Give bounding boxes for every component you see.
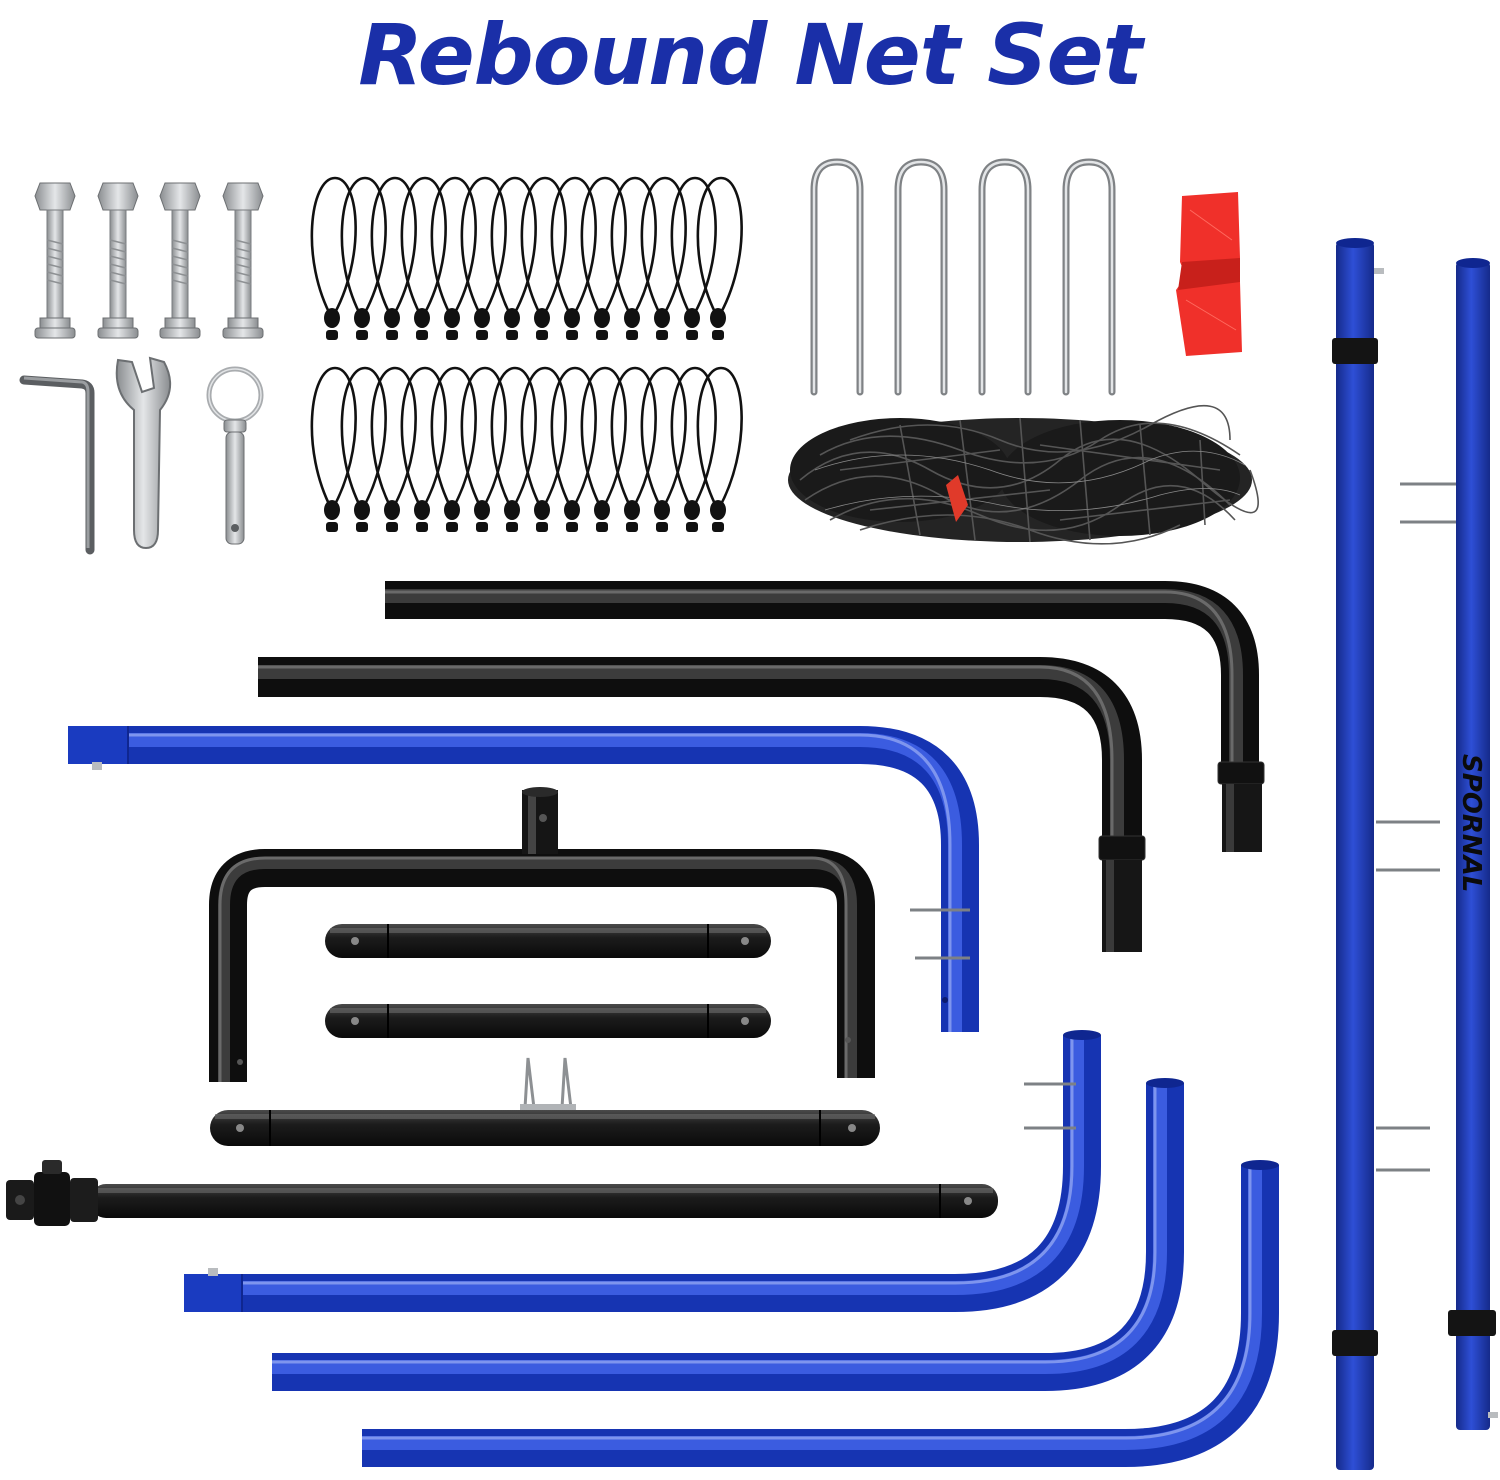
blue-bent-pole-upper xyxy=(68,726,979,1032)
bolt xyxy=(222,182,264,339)
hex-key-icon xyxy=(19,375,95,555)
black-bent-pole-upper xyxy=(385,581,1265,852)
blue-bent-pole-c xyxy=(362,1160,1279,1467)
black-tube-with-clip xyxy=(210,1057,880,1146)
bungee-beads-bottom xyxy=(324,500,726,532)
black-bent-pole-lower xyxy=(258,657,1146,952)
bungee-row-bottom xyxy=(310,366,743,511)
bolt xyxy=(34,182,76,339)
wrench-icon xyxy=(115,356,171,550)
bungee-cords xyxy=(310,176,743,532)
bolts xyxy=(34,182,264,339)
black-short-tube xyxy=(325,924,771,958)
hitch-pin-icon xyxy=(206,366,264,545)
black-long-pole-connector xyxy=(6,1160,998,1226)
black-u-base-frame xyxy=(209,787,875,1082)
bolt xyxy=(97,182,139,339)
black-short-tube xyxy=(325,1004,771,1038)
blue-upright-pole-left xyxy=(1332,238,1440,1470)
bungee-row-top xyxy=(310,176,743,319)
blue-bent-pole-a xyxy=(184,1030,1101,1312)
net-bundle-icon xyxy=(788,404,1259,545)
bungee-beads-top xyxy=(324,308,726,340)
blue-bent-pole-b xyxy=(272,1078,1184,1391)
brand-logo-text: SPORNAL xyxy=(1456,754,1486,892)
bolt xyxy=(159,182,201,339)
red-strap-icon xyxy=(1176,192,1242,356)
product-title: Rebound Net Set xyxy=(358,6,1143,104)
ground-stakes xyxy=(810,158,1116,396)
blue-upright-pole-right xyxy=(1400,258,1498,1430)
